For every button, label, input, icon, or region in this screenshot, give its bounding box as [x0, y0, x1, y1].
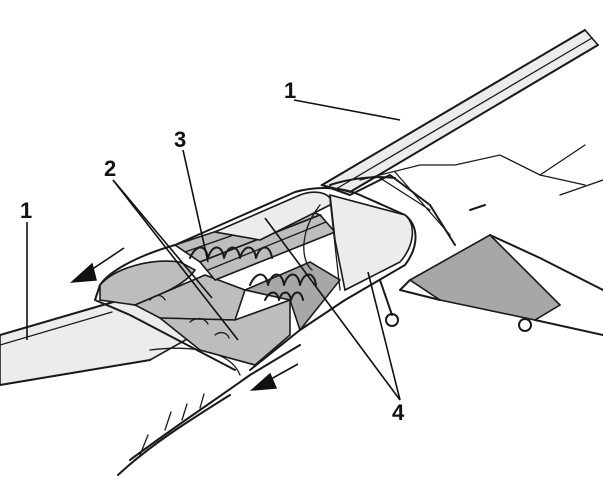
container-body [94, 187, 417, 371]
stowed-coils [189, 246, 317, 301]
rear-strap [319, 28, 600, 193]
callout-label-1-left: 1 [20, 198, 32, 223]
direction-arrow-upper [69, 247, 125, 283]
callout-label-1-top: 1 [284, 78, 296, 103]
callout-label-3: 3 [174, 127, 186, 152]
bridle-lines [321, 154, 586, 327]
leader-lines [26, 99, 401, 401]
right-plate [399, 144, 603, 336]
lower-body [117, 344, 301, 476]
direction-arrow-lower [249, 363, 299, 391]
callout-label-4: 4 [392, 400, 405, 425]
cover-flaps [212, 191, 414, 292]
callout-label-2: 2 [104, 156, 116, 181]
